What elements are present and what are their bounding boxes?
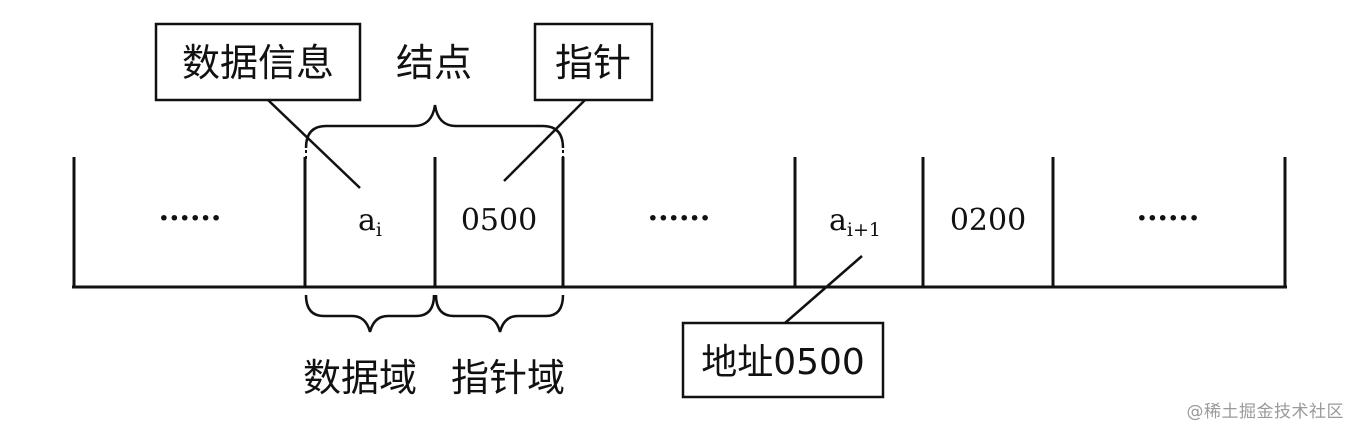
data-field-label: 数据域 bbox=[303, 356, 417, 400]
ellipsis-right: ······ bbox=[1137, 201, 1200, 236]
node-pointer-value: 0500 bbox=[461, 203, 537, 238]
next-node-data-subscript: i+1 bbox=[847, 219, 881, 241]
node-brace bbox=[304, 104, 565, 149]
data-info-label: 数据信息 bbox=[182, 41, 334, 85]
leader-data-info bbox=[267, 99, 361, 189]
address-box bbox=[681, 321, 885, 399]
pointer-field-label: 指针域 bbox=[451, 356, 565, 400]
leader-address bbox=[784, 255, 863, 324]
data-info-box bbox=[154, 22, 362, 102]
next-node-data-base: a bbox=[829, 203, 847, 238]
node-data-value: ai bbox=[358, 203, 382, 241]
leader-pointer bbox=[503, 99, 586, 182]
node-label: 结点 bbox=[396, 41, 472, 85]
address-label: 地址0500 bbox=[701, 342, 865, 383]
pointer-label: 指针 bbox=[555, 41, 631, 85]
watermark-text: @稀土掘金技术社区 bbox=[1186, 402, 1344, 422]
node-data-base: a bbox=[358, 203, 376, 238]
cell-separators bbox=[72, 157, 1287, 287]
pointer-box bbox=[533, 22, 654, 102]
node-data-subscript: i bbox=[376, 219, 382, 241]
next-node-pointer-value: 0200 bbox=[950, 203, 1026, 238]
pointer-field-brace bbox=[434, 294, 565, 333]
data-field-brace bbox=[304, 294, 436, 333]
ellipsis-left: ······ bbox=[159, 201, 222, 236]
ellipsis-middle: ······ bbox=[648, 201, 711, 236]
next-node-data-value: ai+1 bbox=[829, 203, 881, 241]
